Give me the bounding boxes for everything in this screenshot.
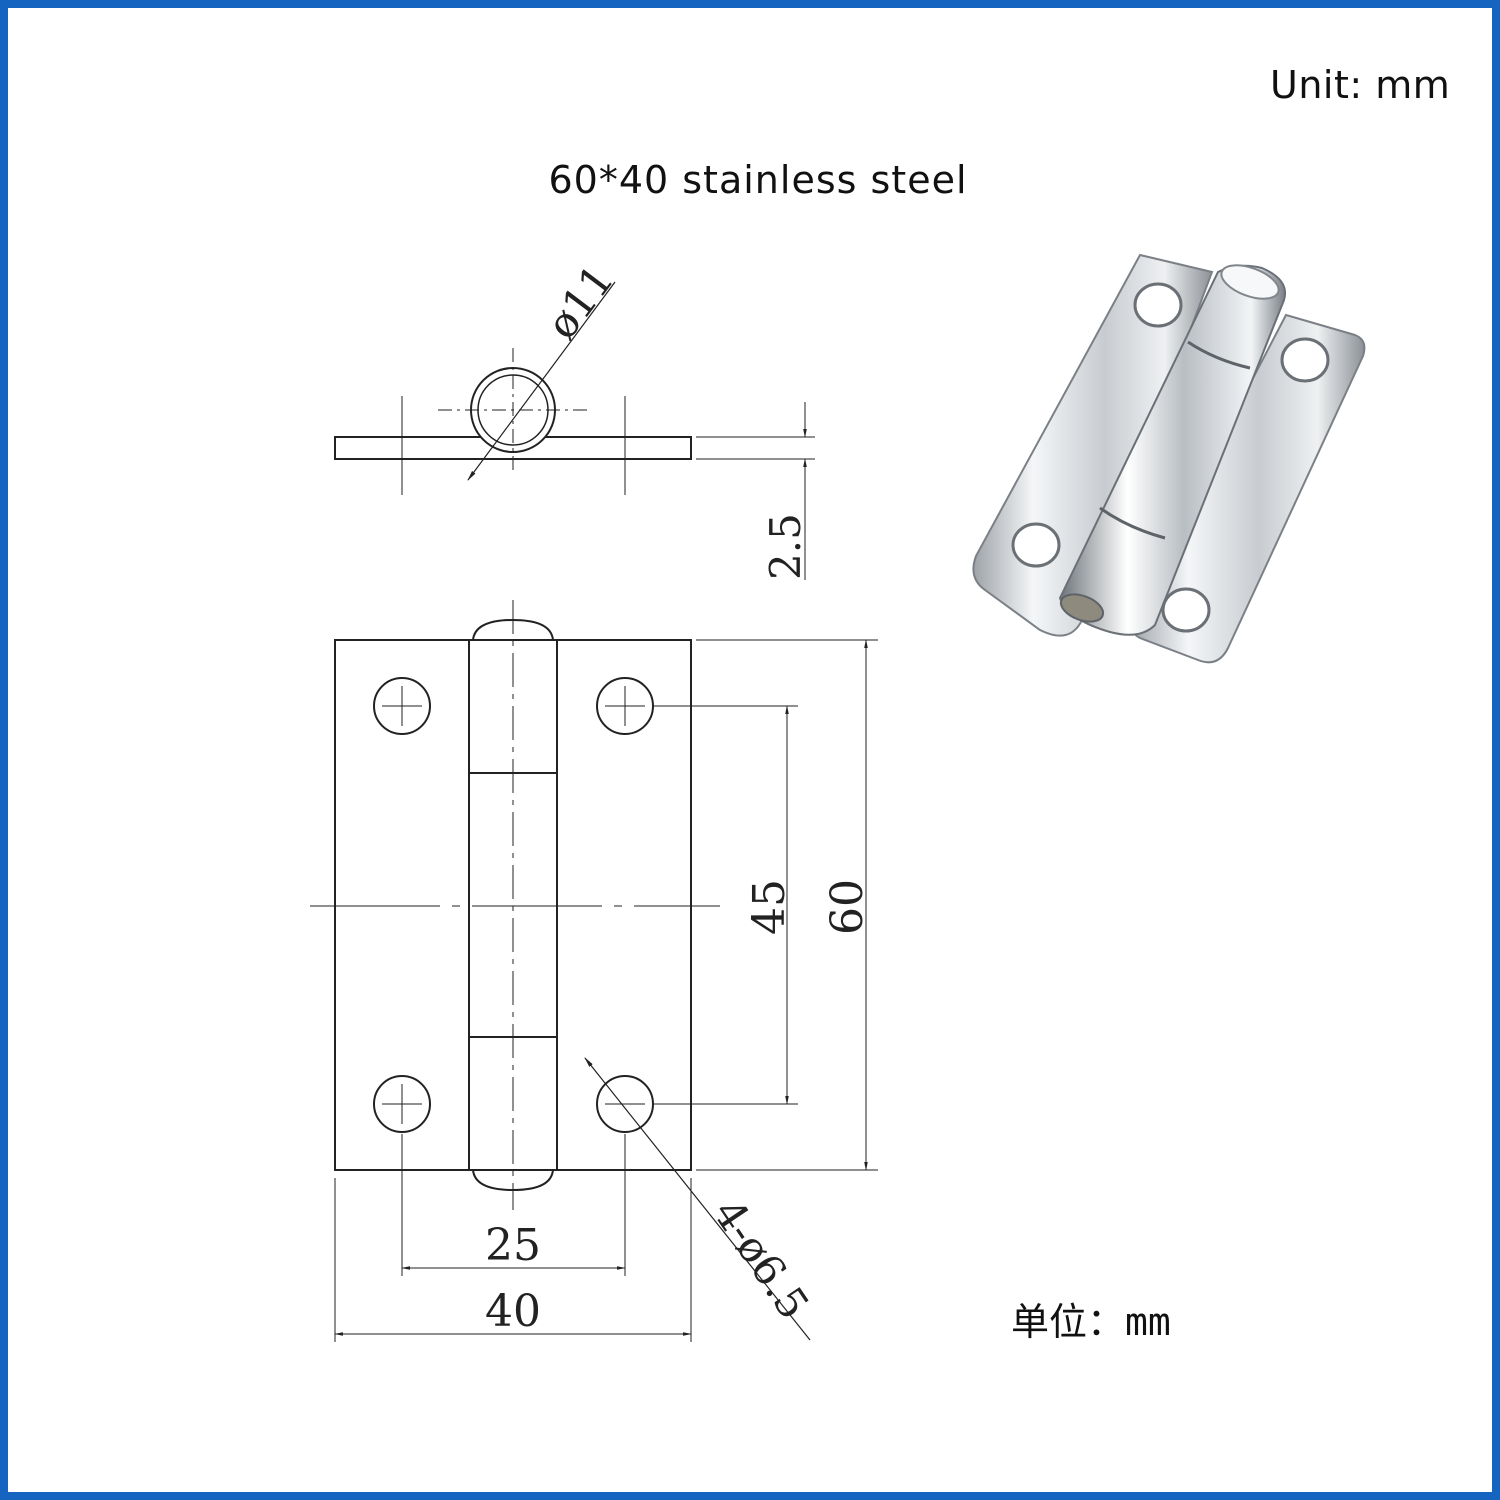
dim-height: 60	[822, 879, 873, 935]
unit-label: Unit: mm	[1270, 63, 1451, 107]
photo-hole-4	[1161, 587, 1211, 633]
dim-hole-spacing-vertical: 45	[744, 879, 795, 935]
side-view	[334, 281, 815, 580]
photo-hole-1	[1133, 282, 1183, 328]
hole-callout-leader	[584, 1057, 811, 1341]
unit-label-chinese: 单位：mm	[1011, 1300, 1171, 1344]
dim-hole-spacing-horizontal: 25	[485, 1220, 541, 1271]
dim-barrel-diameter: ø11	[537, 256, 624, 348]
hole-bottom-left	[373, 1075, 431, 1133]
front-view	[310, 600, 878, 1342]
hole-top-left	[373, 677, 431, 735]
dim-thickness: 2.5	[761, 513, 810, 580]
dim-width: 40	[485, 1286, 541, 1337]
product-title: 60*40 stainless steel	[548, 158, 968, 202]
dim-hole-diameter: 4-ø6.5	[704, 1190, 819, 1328]
photo-hole-2	[1011, 522, 1061, 568]
hinge-photo	[972, 253, 1366, 664]
photo-hole-3	[1280, 337, 1330, 383]
diameter-leader	[467, 281, 616, 481]
